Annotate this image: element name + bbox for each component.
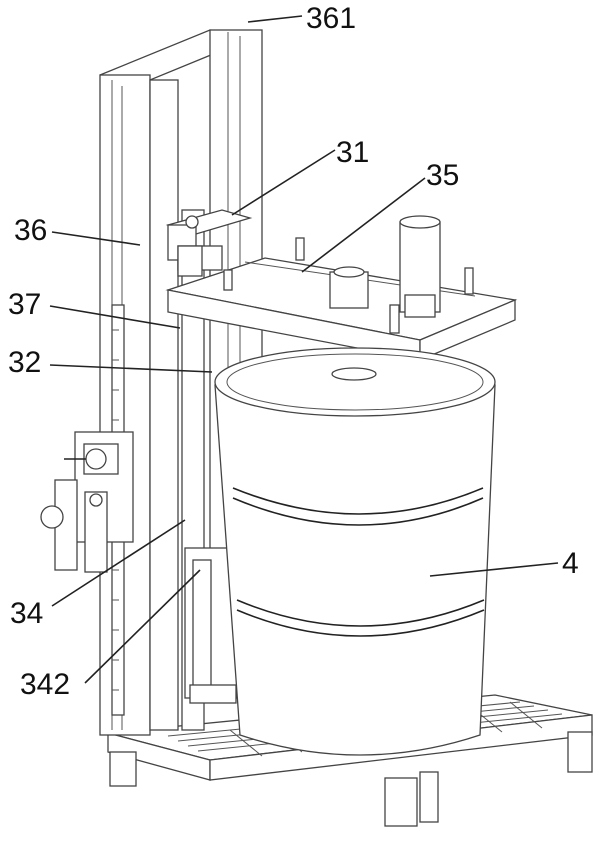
label-34: 34 (10, 597, 43, 630)
pneumatic-control-unit (40, 431, 134, 573)
label-36: 36 (14, 214, 47, 247)
label-4: 4 (562, 547, 579, 580)
label-37: 37 (8, 288, 41, 321)
label-342: 342 (20, 668, 70, 701)
label-361: 361 (306, 2, 356, 35)
label-32: 32 (8, 346, 41, 379)
drum (214, 347, 496, 756)
leader-lines (49, 15, 559, 684)
reference-labels: 361 31 35 36 37 32 34 342 4 (8, 2, 579, 701)
label-31: 31 (336, 136, 369, 169)
lift-carriage (165, 209, 253, 277)
label-35: 35 (426, 159, 459, 192)
